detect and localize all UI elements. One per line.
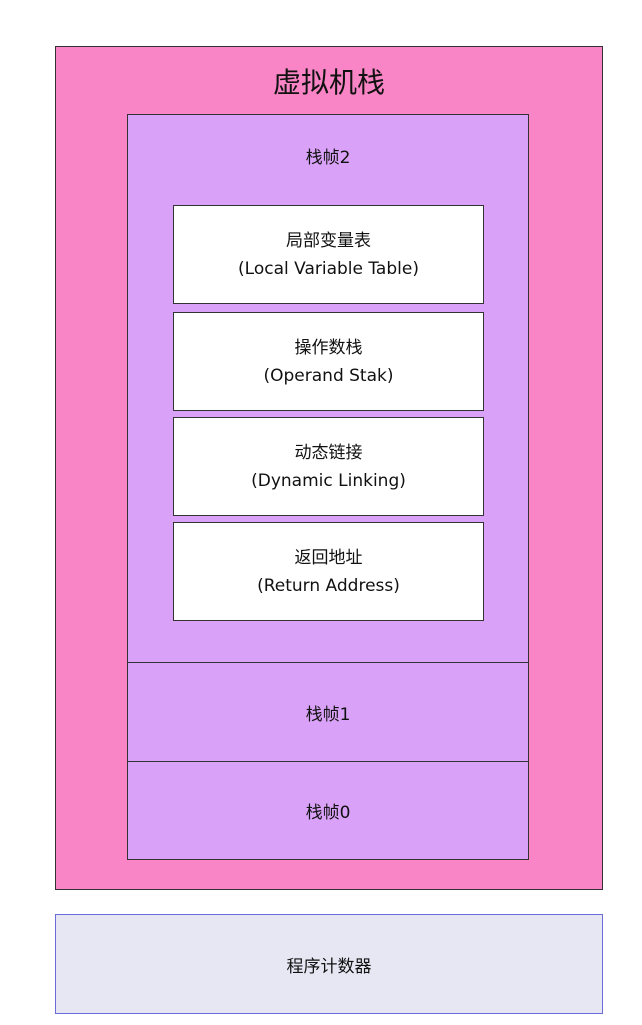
return-address-box: 返回地址 (Return Address) (173, 522, 484, 621)
dynamic-linking-label: 动态链接 (294, 442, 363, 463)
stack-frame-1-label: 栈帧1 (305, 704, 351, 725)
stack-frame-0: 栈帧0 (127, 761, 529, 860)
local-variable-table-box: 局部变量表 (Local Variable Table) (173, 205, 484, 304)
dynamic-linking-english: (Dynamic Linking) (251, 470, 406, 491)
return-address-label: 返回地址 (294, 547, 363, 568)
program-counter-box: 程序计数器 (55, 914, 603, 1014)
stack-frame-1: 栈帧1 (127, 662, 529, 762)
dynamic-linking-box: 动态链接 (Dynamic Linking) (173, 417, 484, 516)
local-variable-table-english: (Local Variable Table) (238, 258, 419, 279)
operand-stack-label: 操作数栈 (294, 337, 363, 358)
return-address-english: (Return Address) (257, 575, 400, 596)
operand-stack-box: 操作数栈 (Operand Stak) (173, 312, 484, 411)
vm-stack-title: 虚拟机栈 (272, 66, 385, 99)
stack-frame-0-label: 栈帧0 (305, 803, 351, 823)
operand-stack-english: (Operand Stak) (263, 365, 394, 386)
local-variable-table-label: 局部变量表 (286, 230, 371, 251)
program-counter-label: 程序计数器 (286, 956, 372, 977)
stack-frame-2-label: 栈帧2 (305, 148, 351, 168)
